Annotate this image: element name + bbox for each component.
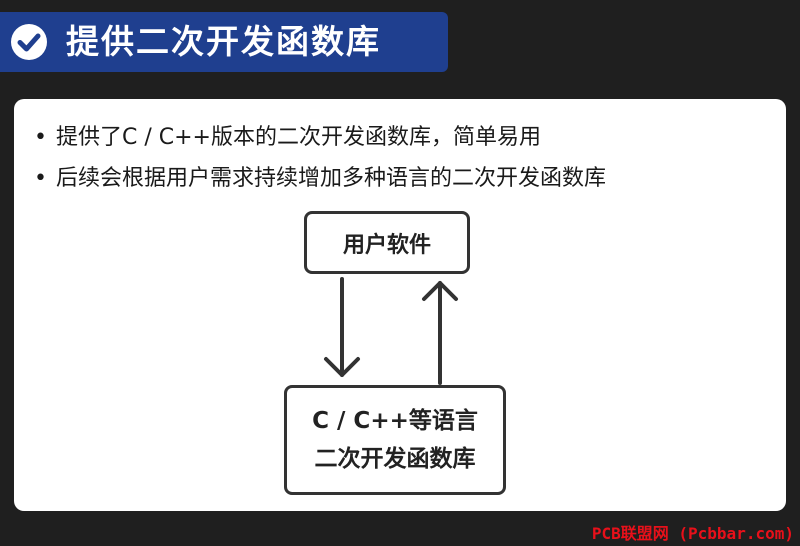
bullet-marker: •: [34, 166, 47, 191]
library-label-line1: C / C++等语言: [312, 408, 478, 434]
bullet-text: 后续会根据用户需求持续增加多种语言的二次开发函数库: [56, 166, 607, 191]
content-card: • 提供了C / C++版本的二次开发函数库，简单易用 • 后续会根据用户需求持续增…: [14, 99, 786, 511]
bullet-marker: •: [34, 125, 47, 150]
user-software-label: 用户软件: [342, 232, 431, 258]
check-circle-icon: [11, 24, 47, 60]
watermark: PCB联盟网 (Pcbbar.com): [591, 524, 794, 543]
bullet-item: • 后续会根据用户需求持续增加多种语言的二次开发函数库: [34, 160, 606, 192]
page-title: 提供二次开发函数库: [66, 22, 381, 61]
bullet-item: • 提供了C / C++版本的二次开发函数库，简单易用: [34, 119, 541, 151]
library-box: C / C++等语言 二次开发函数库: [284, 385, 506, 495]
up-arrow: [422, 281, 458, 385]
title-bar: 提供二次开发函数库: [0, 12, 448, 72]
flow-arrows: [324, 277, 458, 385]
down-arrow: [324, 277, 360, 377]
user-software-box: 用户软件: [304, 211, 470, 274]
library-label-line2: 二次开发函数库: [314, 446, 476, 472]
bullet-text: 提供了C / C++版本的二次开发函数库，简单易用: [56, 125, 541, 150]
